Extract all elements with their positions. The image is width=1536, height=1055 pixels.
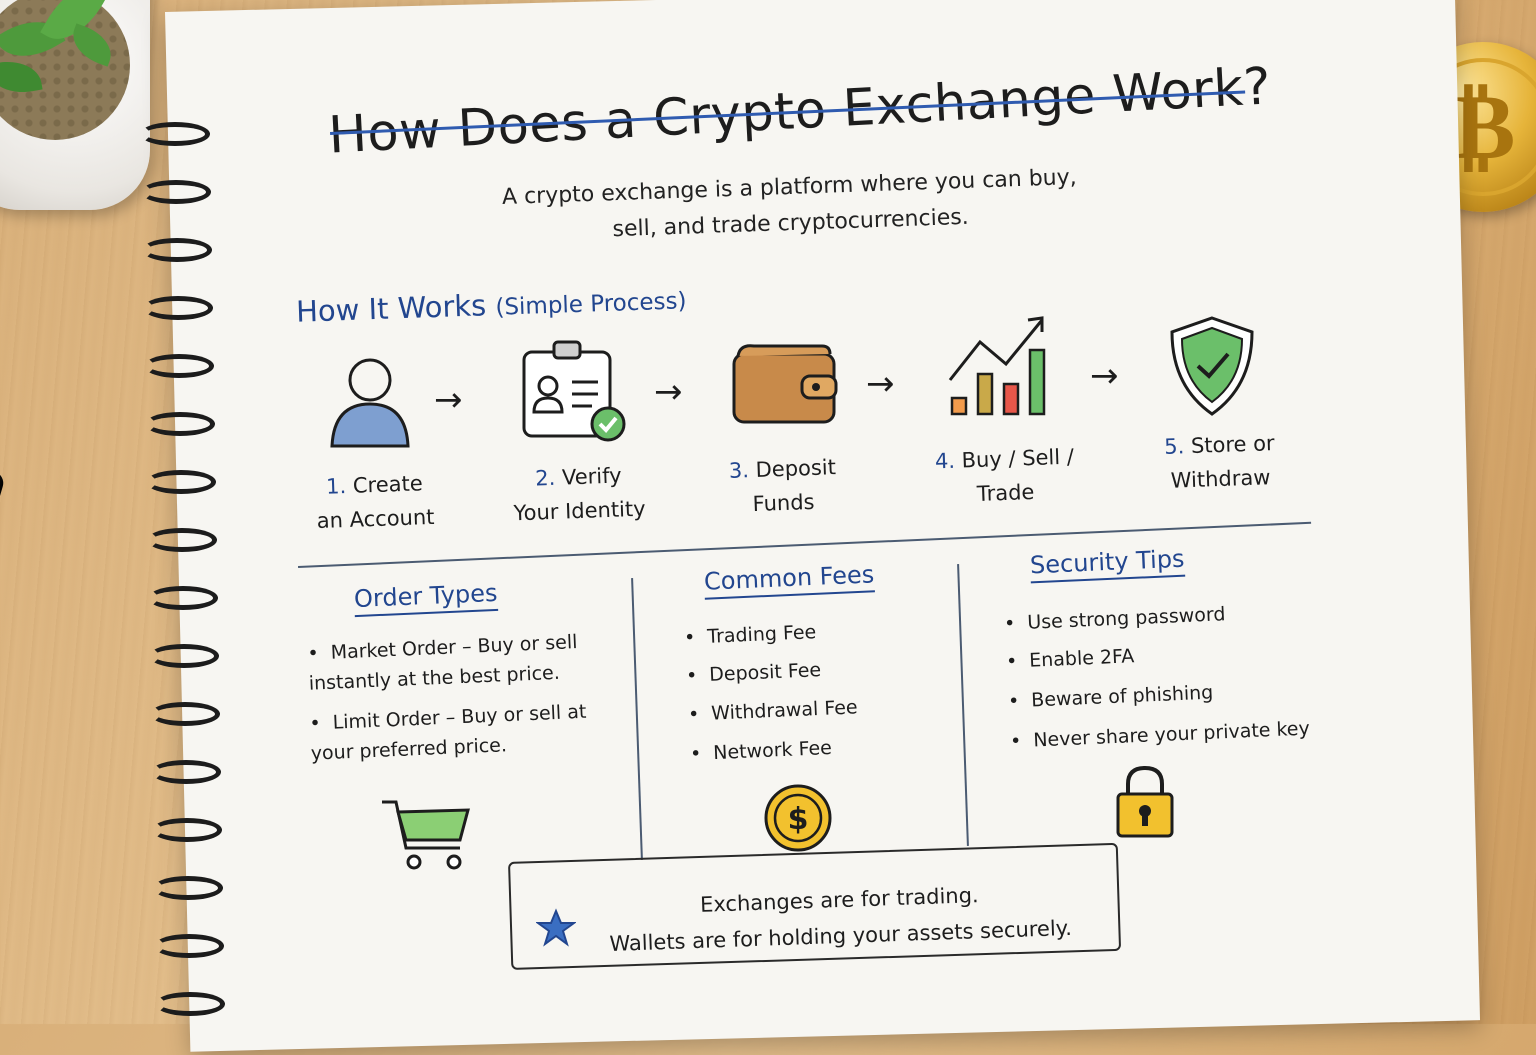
security-tip: Enable 2FA — [1005, 641, 1135, 677]
id-card-check-icon — [522, 340, 626, 442]
wallet-icon — [732, 344, 838, 424]
growth-chart-icon — [948, 316, 1046, 416]
arrow-icon: → — [654, 372, 683, 412]
user-icon — [330, 358, 410, 448]
step-1-label: 1. Create an Account — [316, 471, 435, 534]
arrow-icon: → — [1090, 356, 1119, 396]
step-2-label: 2. Verify Your Identity — [513, 463, 646, 526]
note-line-1: Exchanges are for trading. — [699, 883, 980, 917]
fee-item: Deposit Fee — [685, 655, 822, 691]
dollar-coin-icon: $ — [764, 784, 832, 852]
step-5-label: 5. Store or Withdraw — [1163, 431, 1275, 493]
shield-check-icon — [1170, 316, 1254, 416]
arrow-icon: → — [866, 364, 895, 404]
fee-item: Network Fee — [689, 733, 832, 769]
star-icon — [536, 908, 576, 947]
fee-item: Trading Fee — [683, 617, 817, 653]
padlock-icon — [1116, 765, 1174, 838]
bitcoin-symbol: ₿ — [1454, 72, 1516, 180]
step-3-label: 3. Deposit Funds — [728, 455, 837, 517]
shopping-cart-icon — [382, 800, 470, 870]
step-4-label: 4. Buy / Sell / Trade — [934, 444, 1075, 506]
svg-text:$: $ — [788, 802, 809, 837]
arrow-icon: → — [434, 380, 463, 420]
